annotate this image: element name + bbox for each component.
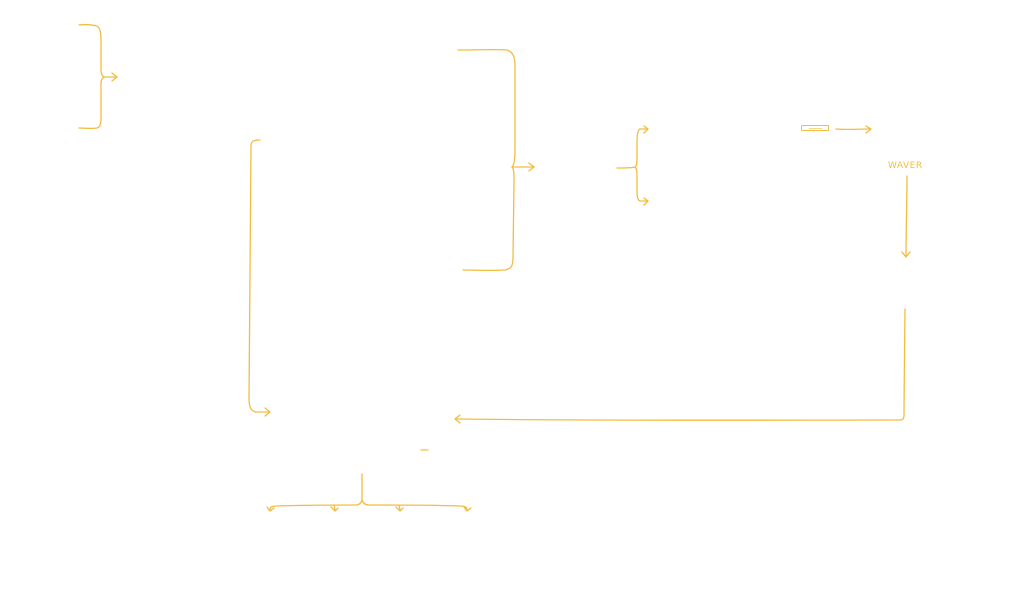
brace-split-small [616, 125, 649, 206]
fan-out-bottom-mid-right-branch [398, 504, 401, 511]
tiny-box-arrow [835, 125, 872, 134]
fan-out-arrowhead-2-icon [330, 506, 339, 512]
brace-top-left [78, 23, 118, 130]
tiny-box-arrowhead-icon [865, 125, 872, 134]
bracket-left-tall-path [248, 139, 271, 413]
down-arrow-right-line [905, 175, 908, 258]
brace-middle-arrowhead-icon [528, 162, 535, 172]
brace-split-small-arrowhead-top-icon [643, 125, 649, 134]
brace-split-small-arrowhead-bottom-icon [643, 197, 649, 206]
fan-out-arrowhead-1-icon [266, 506, 275, 512]
brace-split-small-path [616, 128, 649, 202]
brace-middle [457, 48, 535, 272]
down-arrow-right-arrowhead-icon [901, 251, 911, 258]
fan-out-arrowhead-3-icon [395, 506, 404, 512]
bracket-left-tall [248, 139, 271, 417]
fan-out-bottom-left-branch [269, 504, 358, 511]
wavier-label: WAVER [888, 161, 923, 171]
return-path [454, 308, 906, 424]
brace-middle-path [457, 48, 516, 272]
return-path-line [454, 308, 906, 421]
return-path-arrowhead-icon [454, 414, 461, 424]
tiny-box-node[interactable] [801, 125, 829, 131]
fan-out-bottom-mid-left-branch [333, 504, 336, 511]
fan-out-bottom-stem [356, 473, 370, 506]
fan-out-bottom [266, 473, 472, 512]
brace-top-left-path [78, 23, 105, 130]
tiny-box-scribble [809, 128, 822, 129]
bracket-left-tall-arrowhead-icon [264, 407, 271, 417]
down-arrow-right [901, 175, 911, 258]
brace-top-left-arrowhead-icon [111, 72, 118, 82]
fan-out-arrowhead-4-icon [463, 506, 472, 512]
fan-out-bottom-right-branch [368, 504, 468, 511]
